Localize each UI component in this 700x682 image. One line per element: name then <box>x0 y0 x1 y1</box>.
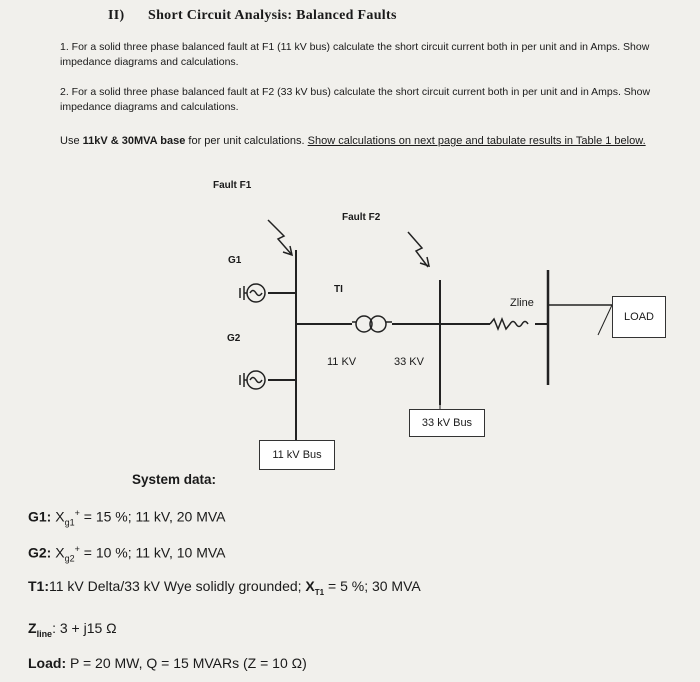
question-1: 1. For a solid three phase balanced faul… <box>60 41 650 68</box>
kv11-label: 11 KV <box>327 356 357 368</box>
g1-label: G1 <box>228 255 242 266</box>
section-heading: Short Circuit Analysis: Balanced Faults <box>148 8 397 23</box>
fault-f2-label: Fault F2 <box>342 212 381 223</box>
section-title: II) Short Circuit Analysis: Balanced Faul… <box>108 8 397 24</box>
fault-f2-symbol <box>407 231 429 268</box>
load-data: Load: P = 20 MW, Q = 15 MVARs (Z = 10 Ω) <box>28 655 307 671</box>
g2-label: G2 <box>227 333 241 344</box>
system-data-heading: System data: <box>132 472 217 487</box>
fault-f1-symbol <box>267 219 293 256</box>
load-box: LOAD <box>612 296 666 338</box>
base-values: 11kV & 30MVA base <box>82 135 186 147</box>
tabulate-instruction: Show calculations on next page and tabul… <box>307 135 646 147</box>
bus-33kv-box: 33 kV Bus <box>409 409 485 437</box>
zline-data: Zline: 3 + j15 Ω <box>28 620 117 639</box>
section-number: II) <box>108 8 125 23</box>
bus-11kv-box: 11 kV Bus <box>259 440 335 470</box>
transformer-t1-symbol <box>352 315 392 333</box>
zline-label: Zline <box>510 297 534 309</box>
t1-label: TI <box>334 284 343 295</box>
g1-data: G1: Xg1+ = 15 %; 11 kV, 20 MVA <box>28 508 226 528</box>
g2-data: G2: Xg2+ = 10 %; 11 kV, 10 MVA <box>28 544 226 564</box>
t1-data: T1:11 kV Delta/33 kV Wye solidly grounde… <box>28 578 421 597</box>
instruction-note: Use 11kV & 30MVA base for per unit calcu… <box>60 135 646 147</box>
zline-impedance-symbol <box>489 316 529 332</box>
kv33-label: 33 KV <box>394 356 424 368</box>
question-2: 2. For a solid three phase balanced faul… <box>60 86 651 113</box>
fault-f1-label: Fault F1 <box>213 180 252 191</box>
